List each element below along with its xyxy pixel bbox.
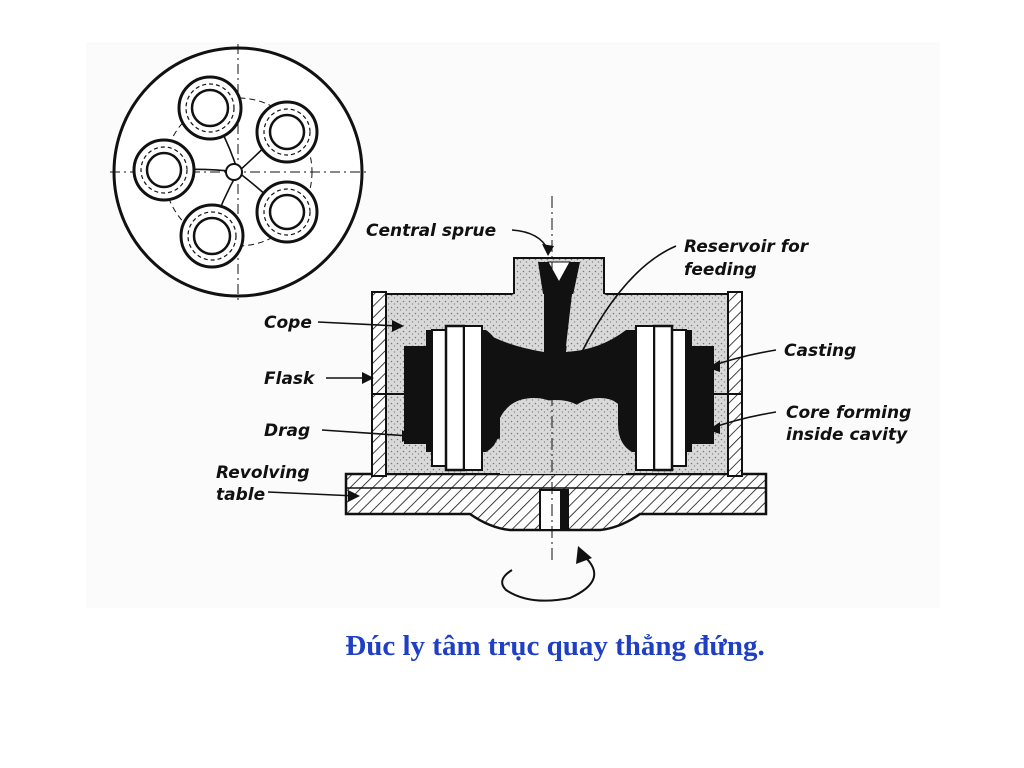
- figure-panel: Central sprue Reservoir for feeding Cope…: [86, 42, 940, 608]
- runner-core: [500, 398, 626, 474]
- label-core-line2: inside cavity: [786, 425, 908, 445]
- label-central-sprue: Central sprue: [366, 221, 496, 241]
- casting-left: [404, 324, 500, 472]
- label-drag: Drag: [264, 421, 310, 441]
- sprue-and-runner: [480, 262, 634, 441]
- sprue-cup: [547, 261, 571, 284]
- casting-right: [618, 324, 714, 472]
- label-revolving-line2: table: [216, 485, 265, 505]
- flask-wall-right: [727, 291, 743, 477]
- top-view-ring-5: [255, 180, 319, 244]
- top-view-sprue: [225, 163, 243, 181]
- label-reservoir-line2: feeding: [684, 260, 757, 280]
- top-view: [110, 44, 366, 300]
- top-view-ring-2: [255, 100, 319, 164]
- section-view: [267, 196, 777, 602]
- slide-caption: Đúc ly tâm trục quay thẳng đứng.: [345, 630, 765, 662]
- label-casting: Casting: [784, 341, 856, 361]
- top-view-ring-4: [179, 203, 245, 269]
- leader-arrowheads: [348, 244, 720, 502]
- label-revolving-line1: Revolving: [216, 463, 310, 483]
- top-view-ring-3: [132, 138, 196, 202]
- label-flask: Flask: [264, 369, 316, 389]
- label-core-line1: Core forming: [786, 403, 911, 423]
- label-cope: Cope: [264, 313, 312, 333]
- rotation-arrow: [501, 555, 596, 602]
- top-view-ring-1: [177, 75, 243, 141]
- label-reservoir-line1: Reservoir for: [684, 237, 810, 257]
- flask-wall-left: [371, 291, 387, 477]
- centrifugal-casting-diagram: Central sprue Reservoir for feeding Cope…: [110, 44, 911, 602]
